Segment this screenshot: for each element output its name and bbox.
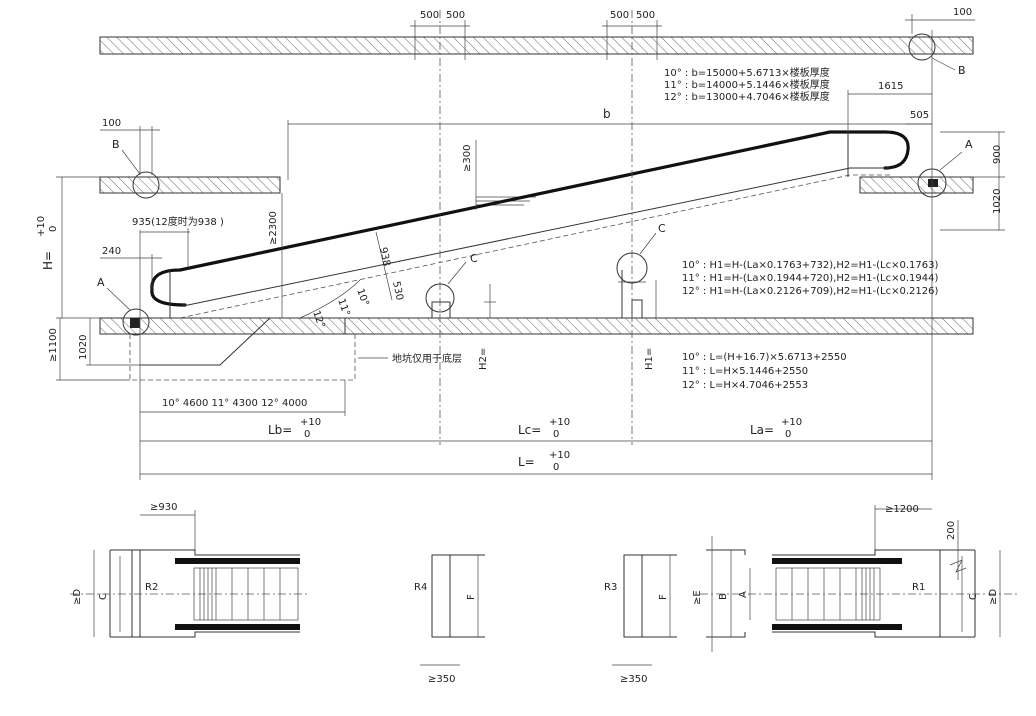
marker-a-right: A — [965, 138, 973, 151]
plan-left: ≥930 R2 ≥D C — [70, 502, 310, 638]
b-formula-11: 11° : b=14000+5.1446×楼板厚度 — [664, 78, 830, 91]
dim-h1: H1= — [644, 348, 655, 370]
b-formula-12: 12° : b=13000+4.7046×楼板厚度 — [664, 90, 830, 103]
dim-l: L= — [518, 455, 535, 469]
plan-r3: R3 F ≥350 — [604, 554, 677, 685]
label-r1: R1 — [912, 582, 925, 593]
dim-500-4: 500 — [636, 10, 655, 21]
svg-text:0: 0 — [553, 429, 559, 440]
pit-edge — [270, 317, 346, 334]
label-c-left: C — [98, 593, 109, 600]
pit-outline — [129, 334, 356, 381]
dim-240: 240 — [102, 246, 121, 257]
pit-lengths: 10° 4600 11° 4300 12° 4000 — [162, 398, 307, 409]
detail-circle-b-left — [132, 171, 160, 199]
dim-900: 900 — [992, 145, 1003, 164]
plan-right: ≥1200 R1 ≥E B A C ≥D 200 — [692, 504, 1020, 652]
dim-b: b — [603, 107, 611, 121]
h-formula-11: 11° : H1=H-(La×0.1944+720),H2=H1-(Lc×0.1… — [682, 273, 938, 284]
svg-text:0: 0 — [785, 429, 791, 440]
plan-r4: R4 F ≥350 — [414, 554, 485, 685]
detail-circle-a-left — [122, 308, 150, 336]
angle-11: 11° — [335, 297, 351, 317]
label-f-r4: F — [466, 594, 477, 600]
dim-100-top-right: 100 — [953, 7, 972, 18]
dim-505: 505 — [910, 110, 929, 121]
label-a-plan: A — [738, 591, 749, 598]
dim-la: La= — [750, 423, 774, 437]
b-formula-10: 10° : b=15000+5.6713×楼板厚度 — [664, 66, 830, 79]
dim-ge1100: ≥1100 — [48, 328, 59, 362]
lower-floor-slab — [99, 317, 974, 335]
dim-ge2300: ≥2300 — [268, 211, 279, 245]
label-r3: R3 — [604, 582, 617, 593]
svg-text:0: 0 — [553, 462, 559, 473]
h-formula-10: 10° : H1=H-(La×0.1763+732),H2=H1-(Lc×0.1… — [682, 260, 938, 271]
anchor-block-right — [928, 179, 938, 187]
svg-text:+10: +10 — [781, 417, 802, 428]
dim-h2: H2= — [478, 348, 489, 370]
upper-right-slab — [859, 176, 974, 194]
truss-upper — [182, 167, 890, 306]
svg-text:+10: +10 — [300, 417, 321, 428]
dim-1020-left: 1020 — [78, 335, 89, 360]
label-d-right: ≥D — [988, 589, 999, 605]
marker-a-left: A — [97, 276, 105, 289]
l-formula-11: 11° : L=H×5.1446+2550 — [682, 366, 808, 377]
dim-1020-right: 1020 — [992, 189, 1003, 214]
dim-500-2: 500 — [446, 10, 465, 21]
truss-lower — [179, 174, 890, 319]
label-e: ≥E — [692, 590, 703, 605]
dim-lc: Lc= — [518, 423, 541, 437]
detail-circle-b-top — [908, 33, 936, 61]
dim-ge1200: ≥1200 — [885, 504, 919, 515]
angle-10: 10° — [354, 287, 370, 307]
marker-c-right: C — [658, 222, 666, 235]
dim-h: H= — [41, 251, 55, 270]
label-c-right: C — [968, 593, 979, 600]
anchor-block-left — [130, 318, 140, 328]
dim-ge930: ≥930 — [150, 502, 177, 513]
dim-ge300: ≥300 — [462, 145, 473, 172]
label-d-left: ≥D — [72, 589, 83, 605]
label-f-r3: F — [658, 594, 669, 600]
h-tol-zero: 0 — [48, 226, 59, 232]
dim-lb: Lb= — [268, 423, 292, 437]
dim-530: 530 — [390, 280, 405, 301]
pit-note: 地坑仅用于底层 — [392, 352, 462, 365]
label-b-plan: B — [718, 593, 729, 600]
dim-1615: 1615 — [878, 81, 903, 92]
dim-200: 200 — [946, 521, 957, 540]
l-formula-10: 10° : L=(H+16.7)×5.6713+2550 — [682, 352, 847, 363]
note-935: 935(12度时为938 ) — [132, 215, 224, 228]
svg-text:+10: +10 — [549, 417, 570, 428]
svg-text:+10: +10 — [549, 450, 570, 461]
dim-ge350-right: ≥350 — [620, 674, 647, 685]
dim-100-left: 100 — [102, 118, 121, 129]
l-formula-12: 12° : L=H×4.7046+2553 — [682, 380, 808, 391]
dim-500-1: 500 — [420, 10, 439, 21]
marker-b-top: B — [958, 64, 966, 77]
h-tol-plus: +10 — [36, 216, 47, 237]
pit-slope — [140, 317, 271, 366]
svg-text:0: 0 — [304, 429, 310, 440]
dim-500-3: 500 — [610, 10, 629, 21]
label-r2: R2 — [145, 582, 158, 593]
top-floor-slab — [99, 36, 974, 55]
dim-938: 938 — [377, 246, 392, 267]
marker-b-left: B — [112, 138, 120, 151]
h-formula-12: 12° : H1=H-(La×0.2126+709),H2=H1-(Lc×0.2… — [682, 286, 938, 297]
dim-ge350-left: ≥350 — [428, 674, 455, 685]
upper-left-slab — [99, 176, 281, 194]
label-r4: R4 — [414, 582, 427, 593]
handrail — [150, 130, 910, 307]
marker-c-mid: C — [470, 252, 478, 265]
